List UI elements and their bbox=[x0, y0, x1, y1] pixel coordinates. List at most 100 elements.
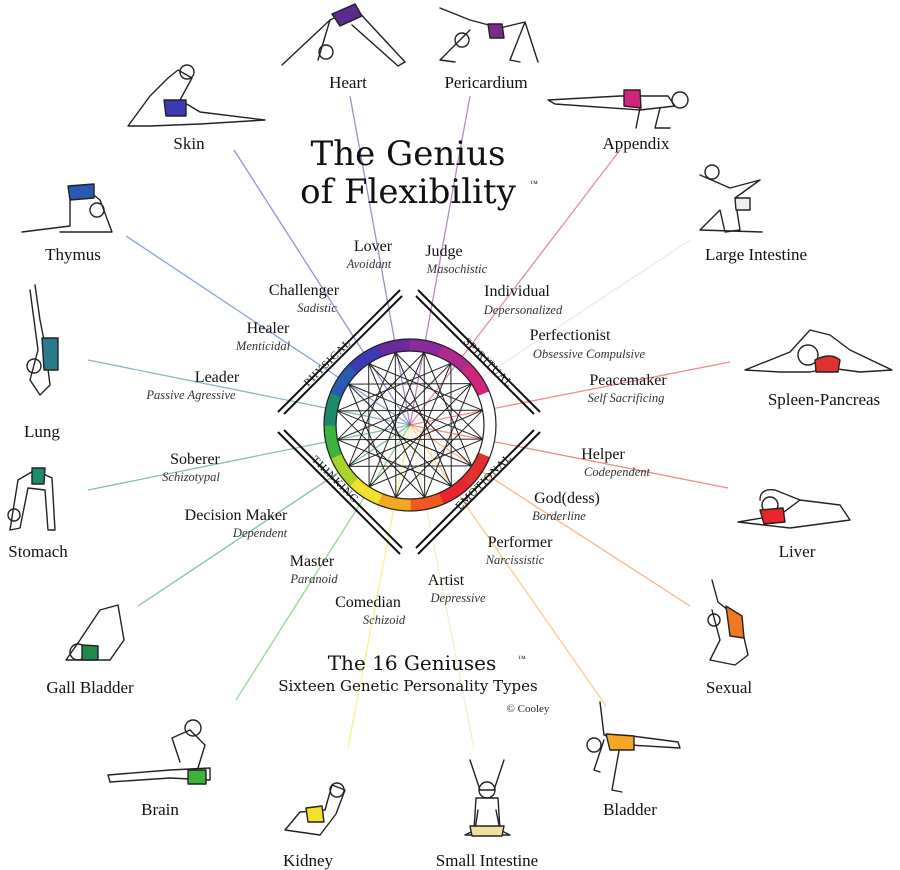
genius-name-leader: Leader bbox=[195, 369, 240, 386]
genius-shadow-schizotypal: Schizotypal bbox=[162, 470, 220, 484]
subtitle-trademark: ™ bbox=[518, 654, 526, 663]
ring-segment bbox=[323, 424, 343, 459]
star-line bbox=[337, 383, 472, 441]
pose-heart-downward-dog bbox=[281, 3, 406, 67]
connector-line bbox=[235, 424, 411, 701]
connector-line bbox=[233, 149, 411, 426]
genius-name-helper: Helper bbox=[581, 446, 625, 463]
connector-line bbox=[349, 95, 411, 426]
star-line bbox=[337, 438, 483, 441]
star-line bbox=[368, 383, 472, 488]
star-line bbox=[394, 352, 452, 487]
star-line bbox=[347, 383, 452, 487]
pose-figures bbox=[7, 3, 893, 837]
title-trademark: ™ bbox=[530, 179, 538, 188]
genius-name-individual: Individual bbox=[484, 283, 550, 300]
frame-thinking bbox=[277, 431, 401, 555]
genius-shadow-depersonalized: Depersonalized bbox=[483, 303, 563, 317]
ring-segment bbox=[376, 492, 411, 512]
genius-shadow-depressive: Depressive bbox=[429, 591, 486, 605]
pose-bladder bbox=[586, 701, 681, 793]
genius-name-soberer: Soberer bbox=[170, 451, 220, 468]
genius-name-perfectionist: Perfectionist bbox=[530, 327, 611, 344]
connector-lines bbox=[87, 95, 731, 749]
connector-line bbox=[125, 235, 411, 426]
organ-label-appendix: Appendix bbox=[602, 134, 670, 153]
pose-brain bbox=[107, 719, 211, 785]
pose-sexual bbox=[707, 579, 749, 666]
genius-shadow-menticidal: Menticidal bbox=[235, 339, 291, 353]
connector-line bbox=[409, 239, 691, 426]
genius-shadow-dependent: Dependent bbox=[232, 526, 288, 540]
organ-label-heart: Heart bbox=[329, 73, 367, 92]
frame-emotional-inner bbox=[415, 429, 535, 549]
ring-segment bbox=[477, 424, 497, 459]
star-line bbox=[395, 363, 452, 498]
connector-line bbox=[137, 424, 411, 607]
genius-shadow-narcissistic: Narcissistic bbox=[485, 553, 545, 567]
organ-label-spleen-pancreas: Spleen-Pancreas bbox=[768, 390, 880, 409]
frame-spiritual-inner bbox=[415, 295, 535, 415]
pose-stomach bbox=[7, 467, 56, 531]
genius-name-peacemaker: Peacemaker bbox=[589, 372, 667, 389]
ring-outer-border bbox=[323, 338, 497, 512]
pose-liver bbox=[737, 489, 851, 529]
title-line-2: of Flexibility bbox=[300, 172, 517, 212]
connector-line bbox=[347, 424, 411, 749]
organ-label-pericardium: Pericardium bbox=[444, 73, 527, 92]
genius-name-artist: Artist bbox=[428, 572, 465, 589]
genius-name-healer: Healer bbox=[247, 320, 290, 337]
ring-segment bbox=[477, 391, 497, 426]
genius-name-decision-maker: Decision Maker bbox=[185, 507, 288, 524]
genius-labels: Lover Avoidant Judge Masochistic Individ… bbox=[145, 238, 667, 627]
connector-line bbox=[409, 95, 471, 426]
star-line bbox=[368, 352, 425, 487]
frame-spiritual bbox=[417, 289, 541, 413]
genius-shadow-paranoid: Paranoid bbox=[289, 572, 338, 586]
star-line bbox=[348, 362, 452, 467]
pose-skin bbox=[127, 64, 266, 127]
genius-name-lover: Lover bbox=[354, 238, 393, 255]
star-line bbox=[348, 383, 483, 440]
genius-shadow-avoidant: Avoidant bbox=[346, 257, 392, 271]
genius-shadow-self-sacrificing: Self Sacrificing bbox=[588, 391, 665, 405]
star-line bbox=[337, 410, 472, 467]
organ-label-lung: Lung bbox=[24, 422, 60, 441]
ring-segment bbox=[409, 338, 444, 358]
copyright: © Cooley bbox=[507, 703, 550, 715]
organ-label-thymus: Thymus bbox=[45, 245, 101, 264]
star-line bbox=[348, 409, 483, 467]
star-line bbox=[368, 363, 483, 411]
subtitle-line-1: The 16 Geniuses bbox=[328, 651, 497, 675]
organ-label-large-intestine: Large Intestine bbox=[705, 245, 807, 264]
pose-spleen-pancreas bbox=[744, 329, 893, 373]
pose-lung bbox=[26, 284, 59, 396]
genius-name-challenger: Challenger bbox=[269, 282, 340, 299]
connector-line bbox=[409, 424, 729, 489]
star-line bbox=[394, 352, 397, 498]
genius-name-comedian: Comedian bbox=[335, 594, 401, 611]
organ-label-liver: Liver bbox=[779, 542, 816, 561]
star-line bbox=[368, 363, 426, 498]
pose-small-intestine bbox=[464, 759, 511, 837]
connector-line bbox=[409, 149, 621, 426]
connector-line bbox=[409, 424, 607, 707]
ring-inner-border bbox=[335, 350, 485, 500]
genius-shadow-passive-agressive: Passive Agressive bbox=[145, 388, 236, 402]
genius-shadow-codependent: Codependent bbox=[584, 465, 650, 479]
organ-label-bladder: Bladder bbox=[603, 800, 657, 819]
genius-name-goddess: God(dess) bbox=[534, 490, 600, 507]
frame-thinking-inner bbox=[283, 429, 403, 549]
genius-shadow-masochistic: Masochistic bbox=[426, 262, 488, 276]
genius-shadow-obsessive-compulsive: Obsessive Compulsive bbox=[533, 347, 646, 361]
enneagram-star bbox=[337, 352, 483, 498]
connector-line bbox=[409, 361, 731, 426]
pose-gall-bladder bbox=[65, 604, 125, 661]
organ-label-sexual: Sexual bbox=[706, 678, 753, 697]
star-line bbox=[368, 363, 473, 467]
ring-segment bbox=[376, 338, 411, 358]
organ-labels: Heart Pericardium Appendix Large Intesti… bbox=[8, 73, 880, 870]
quadrant-frame bbox=[277, 289, 541, 555]
connector-line bbox=[87, 424, 411, 491]
